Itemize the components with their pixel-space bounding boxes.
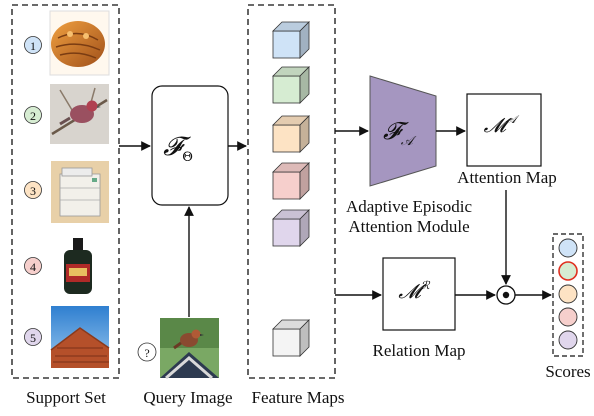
support-number-4: 4: [30, 260, 36, 274]
query-number: ?: [144, 346, 149, 360]
score-circle-4: [558, 307, 578, 327]
attention-map-box: [466, 93, 542, 167]
query-number-circle: [137, 342, 157, 362]
score-circles: [558, 238, 578, 350]
relation-map-box: [382, 257, 456, 331]
feature-cube-3: [272, 115, 310, 153]
attention-module-label-line2: Attention Module: [348, 217, 469, 236]
scores-frame: [552, 233, 584, 357]
connectors: [119, 126, 552, 317]
query-group: ? Query Image: [137, 318, 233, 407]
bread-photo: [49, 10, 110, 76]
support-number-2: 2: [30, 109, 36, 123]
embedding-module: 𝓕Θ: [151, 85, 229, 206]
feature-cube-6: [272, 319, 310, 357]
support-set-frame: [11, 4, 120, 379]
bird-on-roof-photo: [160, 318, 219, 380]
support-set-label: Support Set: [26, 388, 106, 407]
support-number-circle-4: [24, 257, 42, 275]
scores-group: Scores: [545, 233, 591, 381]
support-item-3: 3: [24, 161, 109, 223]
support-number-circle-2: [24, 106, 42, 124]
support-item-1: 1: [24, 10, 110, 76]
feature-maps-frame: [247, 4, 336, 379]
feature-cube-5: [272, 209, 310, 247]
scores-label: Scores: [545, 362, 590, 381]
score-circle-5: [558, 330, 578, 350]
support-item-2: 2: [24, 84, 109, 144]
rooftop-photo: [50, 306, 110, 368]
attention-map-node: 𝓜𝒜 Attention Map: [457, 93, 557, 187]
support-item-4: 4: [24, 236, 109, 297]
feature-maps-group: Feature Maps: [247, 4, 345, 407]
support-set-group: 1 2 3: [11, 4, 120, 407]
feature-maps-label: Feature Maps: [251, 388, 344, 407]
support-number-circle-5: [24, 328, 42, 346]
elementwise-product-operator: [496, 285, 516, 305]
feature-cubes: [272, 21, 310, 357]
score-circle-3: [558, 284, 578, 304]
feature-cube-4: [272, 162, 310, 200]
bird-on-branch-photo: [50, 84, 109, 144]
attention-subscript: 𝒜: [401, 134, 417, 149]
query-image-label: Query Image: [143, 388, 232, 407]
score-circle-1: [558, 238, 578, 258]
attention-module: 𝓕𝒜 Adaptive Episodic Attention Module: [346, 75, 473, 236]
support-number-3: 3: [30, 184, 36, 198]
relation-map-superscript: ℛ: [421, 279, 431, 292]
attention-module-label-line1: Adaptive Episodic: [346, 197, 473, 216]
attention-trapezoid: [369, 75, 437, 187]
support-number-circle-1: [24, 36, 42, 54]
attention-map-label: Attention Map: [457, 168, 557, 187]
photocopier-photo: [51, 161, 109, 223]
bottle-photo: [51, 236, 109, 297]
feature-cube-1: [272, 21, 310, 59]
relation-map-node: 𝓜ℛ Relation Map: [372, 257, 466, 360]
score-circle-2: [558, 261, 578, 281]
relation-map-label: Relation Map: [372, 341, 465, 360]
support-item-5: 5: [24, 306, 110, 368]
support-number-circle-3: [24, 181, 42, 199]
support-number-1: 1: [30, 39, 36, 53]
feature-cube-2: [272, 66, 310, 104]
embedding-subscript: Θ: [182, 150, 193, 165]
support-number-5: 5: [30, 331, 36, 345]
